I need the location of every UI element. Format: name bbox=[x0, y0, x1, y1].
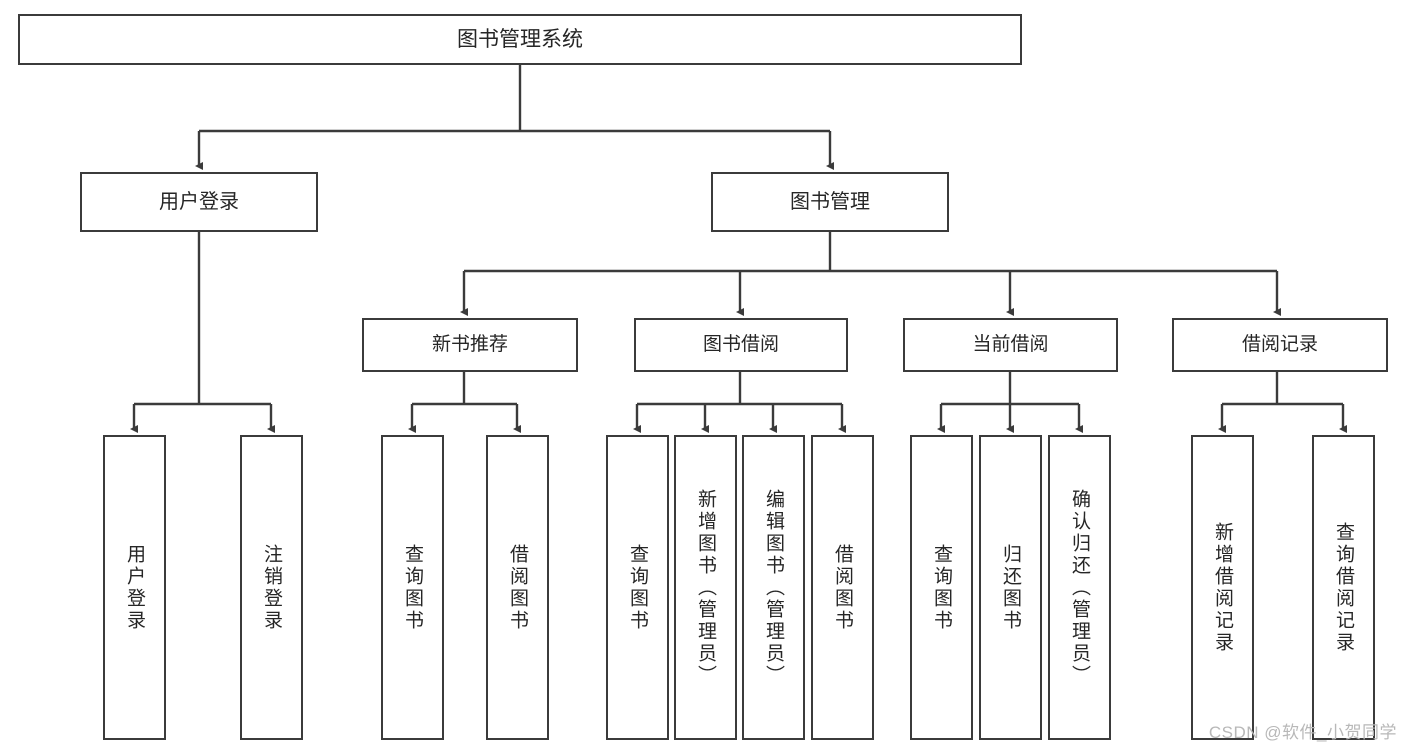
node-user-login[interactable]: 用户登录 bbox=[80, 172, 318, 232]
leaf-user-login[interactable]: 用户登录 bbox=[103, 435, 166, 740]
leaf-return-book[interactable]: 归还图书 bbox=[979, 435, 1042, 740]
leaf-logout-label: 注销登录 bbox=[261, 543, 282, 632]
leaf-edit-book-admin-label: 编辑图书（管理员） bbox=[763, 488, 784, 687]
node-new-book-recommend[interactable]: 新书推荐 bbox=[362, 318, 578, 372]
node-user-login-label: 用户登录 bbox=[159, 190, 239, 213]
leaf-borrow-book-1-label: 借阅图书 bbox=[507, 543, 528, 632]
leaf-borrow-book-2[interactable]: 借阅图书 bbox=[811, 435, 874, 740]
node-current-borrow[interactable]: 当前借阅 bbox=[903, 318, 1118, 372]
leaf-query-book-2-label: 查询图书 bbox=[627, 543, 648, 632]
leaf-logout[interactable]: 注销登录 bbox=[240, 435, 303, 740]
node-root-label: 图书管理系统 bbox=[457, 27, 583, 51]
node-root[interactable]: 图书管理系统 bbox=[18, 14, 1022, 65]
leaf-query-book-1-label: 查询图书 bbox=[402, 543, 423, 632]
node-book-management-label: 图书管理 bbox=[790, 190, 870, 213]
leaf-return-book-label: 归还图书 bbox=[1000, 543, 1021, 632]
leaf-borrow-book-1[interactable]: 借阅图书 bbox=[486, 435, 549, 740]
leaf-add-book-admin-label: 新增图书（管理员） bbox=[695, 488, 716, 687]
leaf-query-book-3[interactable]: 查询图书 bbox=[910, 435, 973, 740]
watermark: CSDN @软件_小贺同学 bbox=[1208, 723, 1397, 742]
node-new-book-recommend-label: 新书推荐 bbox=[431, 334, 508, 356]
node-book-borrow-label: 图书借阅 bbox=[702, 334, 779, 356]
leaf-query-borrow-record[interactable]: 查询借阅记录 bbox=[1312, 435, 1375, 740]
node-book-management[interactable]: 图书管理 bbox=[711, 172, 949, 232]
node-book-borrow[interactable]: 图书借阅 bbox=[634, 318, 848, 372]
leaf-query-book-3-label: 查询图书 bbox=[931, 543, 952, 632]
leaf-query-book-2[interactable]: 查询图书 bbox=[606, 435, 669, 740]
leaf-confirm-return-admin-label: 确认归还（管理员） bbox=[1069, 488, 1090, 687]
leaf-confirm-return-admin[interactable]: 确认归还（管理员） bbox=[1048, 435, 1111, 740]
node-current-borrow-label: 当前借阅 bbox=[972, 334, 1049, 356]
leaf-add-borrow-record[interactable]: 新增借阅记录 bbox=[1191, 435, 1254, 740]
leaf-add-borrow-record-label: 新增借阅记录 bbox=[1212, 521, 1233, 654]
leaf-edit-book-admin[interactable]: 编辑图书（管理员） bbox=[742, 435, 805, 740]
node-borrow-record-label: 借阅记录 bbox=[1241, 334, 1318, 356]
leaf-user-login-label: 用户登录 bbox=[124, 543, 145, 632]
leaf-query-book-1[interactable]: 查询图书 bbox=[381, 435, 444, 740]
leaf-borrow-book-2-label: 借阅图书 bbox=[832, 543, 853, 632]
node-borrow-record[interactable]: 借阅记录 bbox=[1172, 318, 1388, 372]
leaf-query-borrow-record-label: 查询借阅记录 bbox=[1333, 521, 1354, 654]
leaf-add-book-admin[interactable]: 新增图书（管理员） bbox=[674, 435, 737, 740]
